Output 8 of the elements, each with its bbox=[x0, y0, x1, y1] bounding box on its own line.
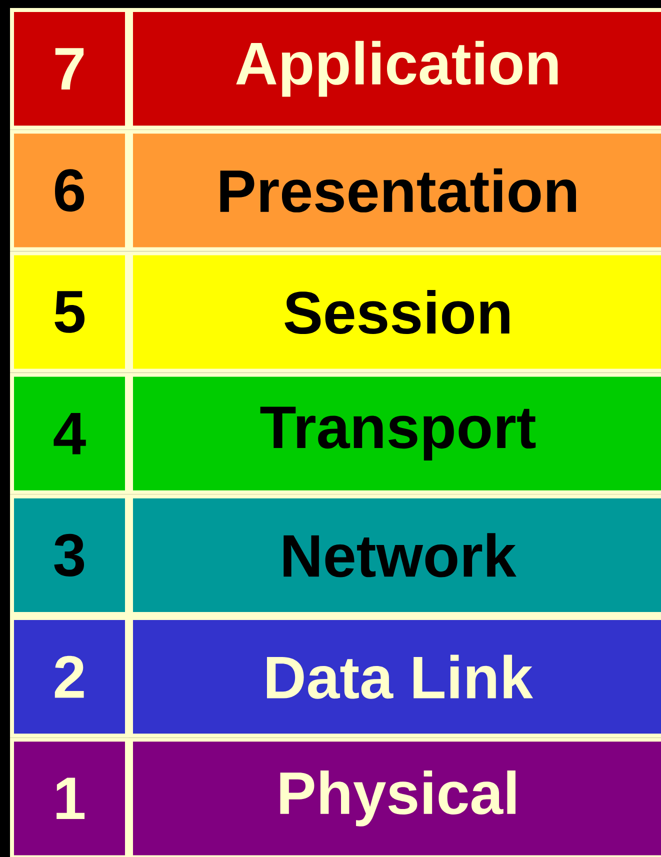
layer-number-cell: 2 bbox=[10, 616, 129, 738]
layer-name-cell: Physical bbox=[129, 738, 661, 857]
layer-number-cell: 3 bbox=[10, 494, 129, 616]
layer-number-cell: 4 bbox=[10, 372, 129, 494]
layer-number-cell: 7 bbox=[10, 8, 129, 130]
layer-number-cell: 5 bbox=[10, 251, 129, 373]
layer-number-cell: 1 bbox=[10, 738, 129, 857]
layer-number-cell: 6 bbox=[10, 130, 129, 252]
